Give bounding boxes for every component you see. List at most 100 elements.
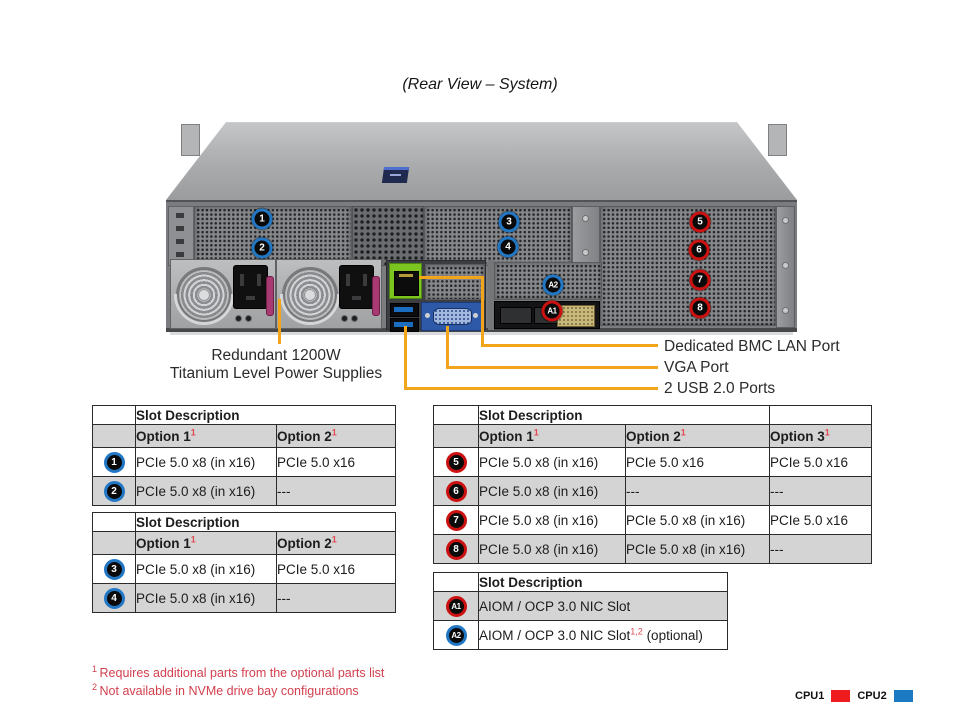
table-header-row: Slot Description [92,512,396,532]
ocp-connector [557,305,595,327]
psu-led [245,315,252,322]
label-power-supplies: Redundant 1200W Titanium Level Power Sup… [169,347,383,382]
center-vent [352,206,424,266]
slot-cell: --- [769,534,872,564]
bmc-lan-port [389,263,422,299]
screw-icon [782,217,789,224]
psu-led [341,315,348,322]
pcie-grille-slots-5-8 [600,206,776,326]
callout-line-usb [404,326,407,390]
screw-icon [425,313,430,318]
slot-cell: PCIe 5.0 x16 [769,505,872,535]
panel-divider [572,206,600,266]
option-header: Option 21 [276,531,396,555]
option-header: Option 11 [135,531,277,555]
table-header-row: Slot Description [433,572,728,592]
screw-icon [782,307,789,314]
option-header: Option 31 [769,424,872,448]
callout-line-psu [278,299,281,344]
slot-cell: AIOM / OCP 3.0 NIC Slot [478,591,728,621]
screw-icon [582,215,589,222]
slot-cell: PCIe 5.0 x16 [625,447,770,477]
slot-badge-2: 2 [103,480,125,502]
slot-cell: PCIe 5.0 x8 (in x16) [625,505,770,535]
vga-port [421,302,482,331]
callout-line-bmc [419,276,484,279]
power-supply-module-2 [276,259,382,329]
slot-cell: PCIe 5.0 x8 (in x16) [478,476,626,506]
slot-cell: PCIe 5.0 x8 (in x16) [135,447,277,477]
psu-release-lever [266,276,274,316]
table-header-title: Slot Description [478,405,770,425]
table-header-title: Slot Description [135,512,396,532]
slot-cell: PCIe 5.0 x8 (in x16) [625,534,770,564]
slot-badge-a1: A1 [445,595,467,617]
screw-icon [782,262,789,269]
panel-divider [488,260,494,330]
rack-ear-right [768,124,787,156]
callout-badge-a1: A1 [541,300,563,322]
table-header-row: Slot Description [433,405,872,425]
psu-led [351,315,358,322]
slot-cell: PCIe 5.0 x16 [276,447,396,477]
callout-badge-6: 6 [688,239,710,261]
table-header-title: Slot Description [478,572,728,592]
psu-power-inlet [339,265,374,309]
table-row-slot-1: 1 PCIe 5.0 x8 (in x16)PCIe 5.0 x16 [92,447,396,477]
footnote-1: 1 Requires additional parts from the opt… [92,663,385,680]
legend-label-cpu2: CPU2 [857,690,887,702]
table-header-row: Slot Description [92,405,396,425]
slot-cell: PCIe 5.0 x16 [769,447,872,477]
slot-badge-3: 3 [103,558,125,580]
callout-badge-1: 1 [251,208,273,230]
label-usb-ports: 2 USB 2.0 Ports [664,380,776,397]
slot-cell: --- [769,476,872,506]
table-row-slot-7: 7 PCIe 5.0 x8 (in x16)PCIe 5.0 x8 (in x16… [433,505,872,535]
callout-line-vga [446,366,658,369]
table-row-slot-2: 2 PCIe 5.0 x8 (in x16)--- [92,476,396,506]
chassis-top-cover [166,122,797,200]
io-vent [425,264,485,300]
slot-cell: --- [276,583,396,613]
callout-badge-5: 5 [689,211,711,233]
callout-badge-8: 8 [689,297,711,319]
vga-connector [433,308,472,325]
screw-icon [473,313,478,318]
slot-cell: PCIe 5.0 x8 (in x16) [135,583,277,613]
rj45-jack [394,271,419,296]
psu-handle [174,294,234,325]
slot-cell: PCIe 5.0 x8 (in x16) [478,505,626,535]
legend-label-cpu1: CPU1 [795,690,825,702]
option-header: Option 11 [478,424,626,448]
psu-led [235,315,242,322]
slot-cell: PCIe 5.0 x8 (in x16) [135,476,277,506]
pcie-grille-slots-1-2 [194,206,352,266]
callout-line-bmc [481,276,484,347]
slot-badge-7: 7 [445,509,467,531]
slot-cell: --- [276,476,396,506]
slot-cell: PCIe 5.0 x8 (in x16) [478,534,626,564]
slot-badge-1: 1 [103,451,125,473]
footnotes: 1 Requires additional parts from the opt… [92,664,384,700]
rack-ear-left [181,124,200,156]
callout-badge-7: 7 [689,269,711,291]
psu-release-lever [372,276,380,316]
cover-release-button [381,167,410,183]
slot-badge-6: 6 [445,480,467,502]
option-header: Option 21 [625,424,770,448]
legend-swatch-cpu2 [893,690,913,702]
right-rail [776,206,795,328]
io-panel [386,260,486,332]
screw-icon [582,249,589,256]
